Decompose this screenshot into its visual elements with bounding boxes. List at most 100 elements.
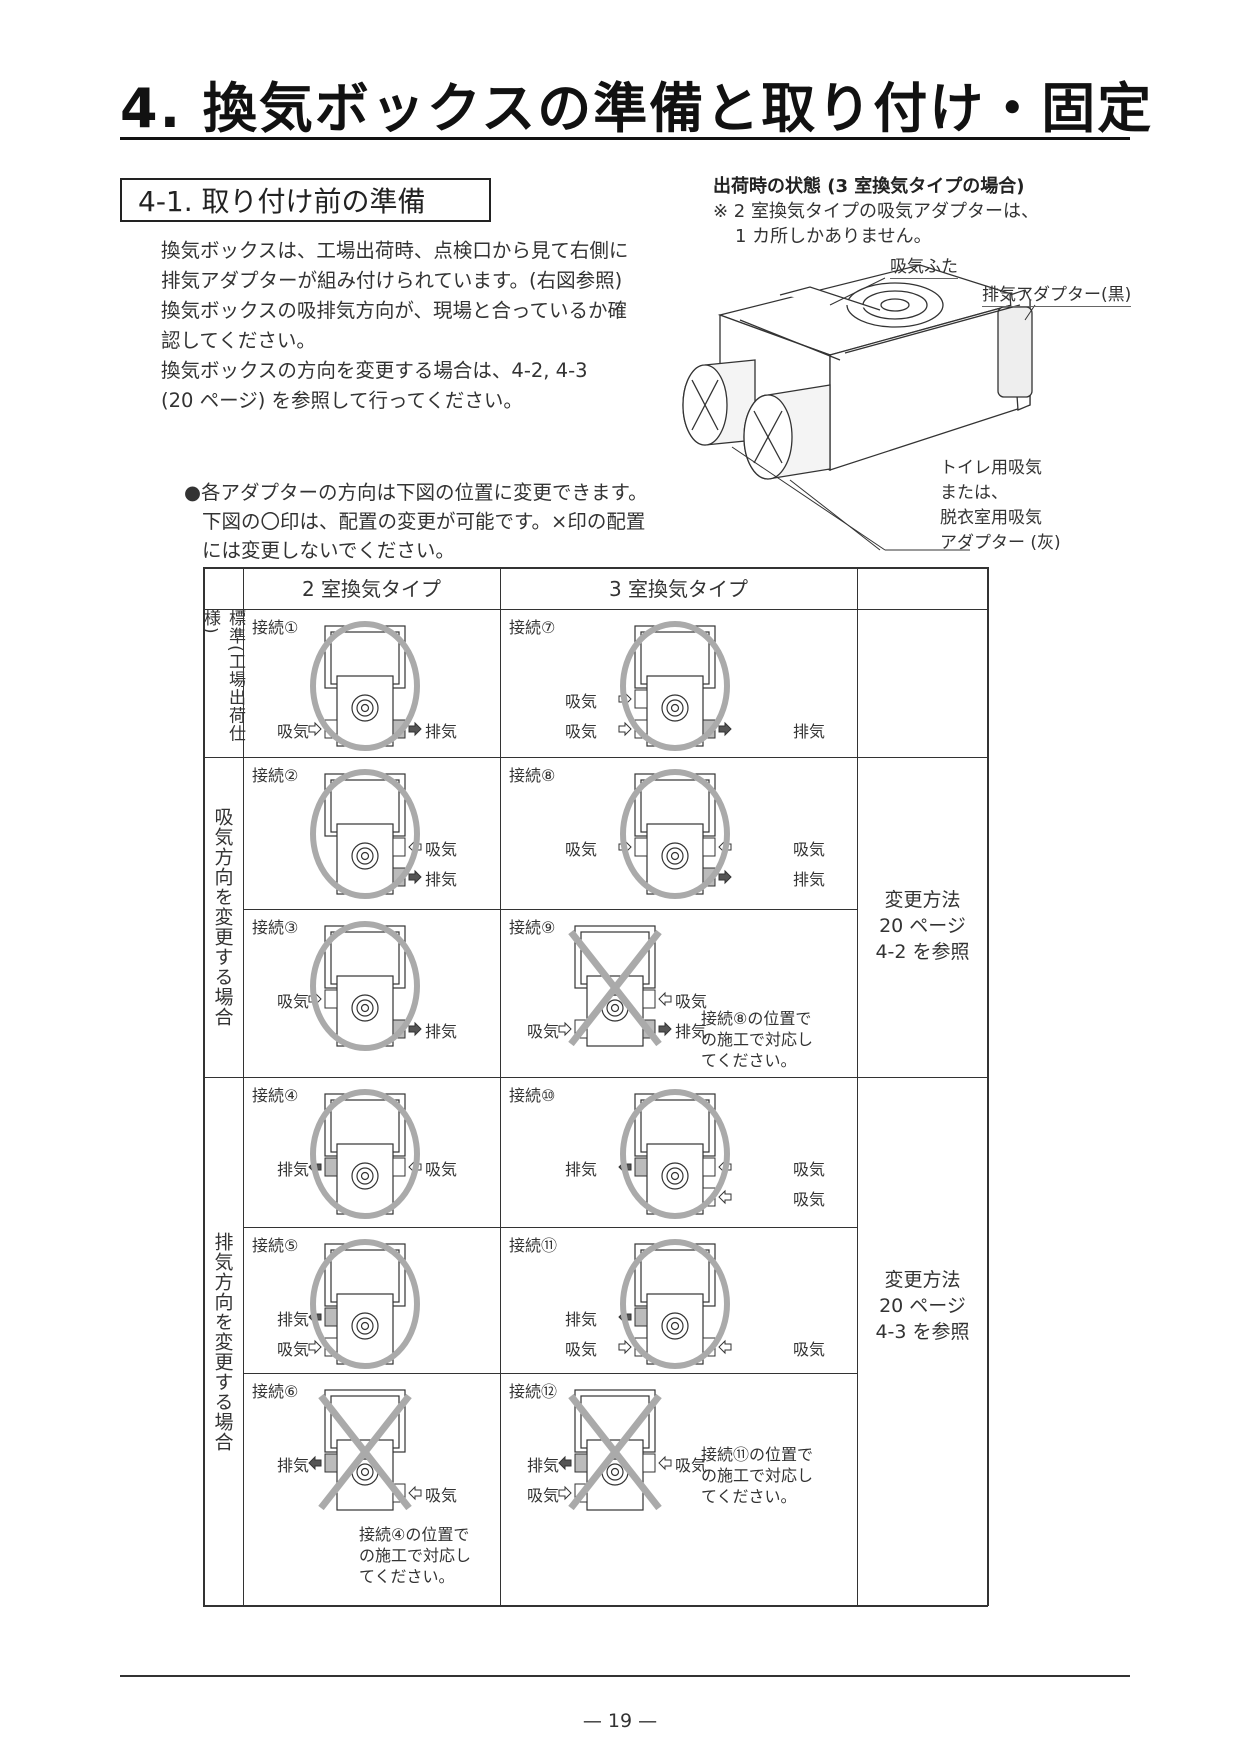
table-divider [243, 909, 857, 910]
fan-icon [666, 847, 684, 865]
exhaust-arrow-icon [718, 869, 732, 885]
intake-arrow-icon [618, 721, 632, 737]
fan-icon [670, 1321, 680, 1331]
exhaust-arrow-icon [718, 721, 732, 737]
caption-note: 1 カ所しかありません。 [735, 226, 932, 247]
adapter-port [574, 1453, 588, 1473]
label-line: トイレ用吸気 [940, 458, 1042, 478]
box-diagram [618, 1239, 732, 1369]
fan-icon [610, 1467, 620, 1477]
table-divider [243, 1373, 857, 1374]
fan-icon [351, 994, 379, 1022]
label-intake-adapter: トイレ用吸気 または、 脱衣室用吸気 アダプター (灰) [940, 456, 1061, 556]
fan-icon [666, 1167, 684, 1185]
intake-label: 吸気 [277, 722, 310, 741]
caption-title: 出荷時の状態 (3 室換気タイプの場合) [713, 176, 1025, 197]
exhaust-label: 排気 [277, 1160, 310, 1179]
table-border [203, 1605, 988, 1607]
exhaust-arrow-icon [408, 1021, 422, 1037]
fan-icon [360, 1003, 370, 1013]
row-group-standard: 標準(工場出荷仕様) [200, 609, 245, 743]
box-diagram [308, 1239, 420, 1369]
box-diagram [558, 1389, 672, 1511]
alternative-note: 接続⑧の位置で の施工で対応し てください。 [701, 1009, 814, 1070]
title-divider [120, 137, 1130, 140]
fan-icon [356, 1167, 374, 1185]
intake-arrow-icon [718, 1339, 732, 1355]
box-lid [330, 631, 400, 685]
ng-cross-mark [568, 929, 662, 1047]
table-divider [203, 757, 988, 758]
paragraph-line: 換気ボックスは、工場出荷時、点検口から見て右側に [161, 239, 629, 262]
exhaust-label: 排気 [793, 870, 826, 889]
table-divider [243, 567, 244, 1606]
exhaust-arrow-icon [408, 721, 422, 737]
ng-cross-mark [568, 1393, 662, 1511]
intake-label: 吸気 [565, 722, 598, 741]
howto-line: 20 ページ [879, 1295, 966, 1317]
intake-label: 吸気 [277, 992, 310, 1011]
box-diagram [618, 769, 732, 899]
label-exhaust-adapter: 排気アダプター(黒) [982, 280, 1132, 307]
label-line: アダプター (灰) [940, 533, 1061, 553]
fan-icon [356, 1463, 374, 1481]
ng-cross-mark [318, 1393, 412, 1511]
caption-note: ※ 2 室換気タイプの吸気アダプターは、 [713, 201, 1039, 222]
howto-intake: 変更方法 20 ページ 4-2 を参照 [857, 887, 988, 965]
intake-label: 吸気 [425, 840, 458, 859]
ok-circle-mark [620, 1239, 730, 1369]
table-divider [857, 567, 858, 1606]
intro-paragraph: 換気ボックスは、工場出荷時、点検口から見て右側に 排気アダプターが組み付けられて… [161, 236, 628, 416]
row-group-exhaust-change: 排気方向を変更する場合 [211, 1231, 234, 1452]
connection-label: 接続⑥ [252, 1382, 299, 1401]
howto-line: 4-3 を参照 [875, 1321, 970, 1343]
table-divider [203, 609, 988, 610]
ok-circle-mark [310, 1089, 420, 1219]
connection-label: 接続⑩ [509, 1086, 556, 1105]
fan-icon [356, 847, 374, 865]
intake-label: 吸気 [425, 1486, 458, 1505]
paragraph-line: 換気ボックスの吸排気方向が、現場と合っているか確 [161, 299, 628, 322]
exhaust-arrow-icon [308, 1455, 322, 1471]
intake-arrow-icon [718, 1189, 732, 1205]
intake-label: 吸気 [565, 1340, 598, 1359]
intake-arrow-icon [658, 1455, 672, 1471]
intake-arrow-icon [308, 721, 322, 737]
exhaust-arrow-icon [558, 1455, 572, 1471]
intake-label: 吸気 [793, 1340, 826, 1359]
connection-label: 接続③ [252, 918, 299, 937]
exhaust-label: 排気 [277, 1310, 310, 1329]
ok-circle-mark [620, 621, 730, 751]
intake-label: 吸気 [675, 992, 708, 1011]
box-lid [640, 1249, 710, 1303]
exhaust-label: 排気 [277, 1456, 310, 1475]
exhaust-arrow-icon [658, 1021, 672, 1037]
box-lid [330, 931, 400, 985]
fan-icon [661, 1162, 689, 1190]
intake-label: 吸気 [425, 1160, 458, 1179]
intake-arrow-icon [308, 1339, 322, 1355]
intake-label: 吸気 [675, 1456, 708, 1475]
fan-icon [351, 694, 379, 722]
table-divider [500, 567, 501, 1606]
adapter-port [642, 989, 656, 1009]
alternative-note: 接続④の位置で の施工で対応し てください。 [359, 1525, 472, 1586]
intake-label: 吸気 [793, 1190, 826, 1209]
row-group-intake-change: 吸気方向を変更する場合 [211, 807, 234, 1027]
adapter-port [324, 989, 338, 1009]
adapter-port [634, 689, 648, 709]
table-border [987, 567, 989, 1606]
box-diagram [308, 921, 422, 1051]
fan-icon [360, 703, 370, 713]
connection-table: 2 室換気タイプ 3 室換気タイプ 標準(工場出荷仕様) 吸気方向を変更する場合… [200, 567, 989, 1607]
bullet-line: ●各アダプターの方向は下図の位置に変更できます。 [184, 481, 648, 504]
howto-line: 4-2 を参照 [875, 941, 970, 963]
box-lid [640, 1099, 710, 1153]
ok-circle-mark [310, 1239, 420, 1369]
fan-icon [661, 1312, 689, 1340]
adapter-port [634, 837, 648, 857]
